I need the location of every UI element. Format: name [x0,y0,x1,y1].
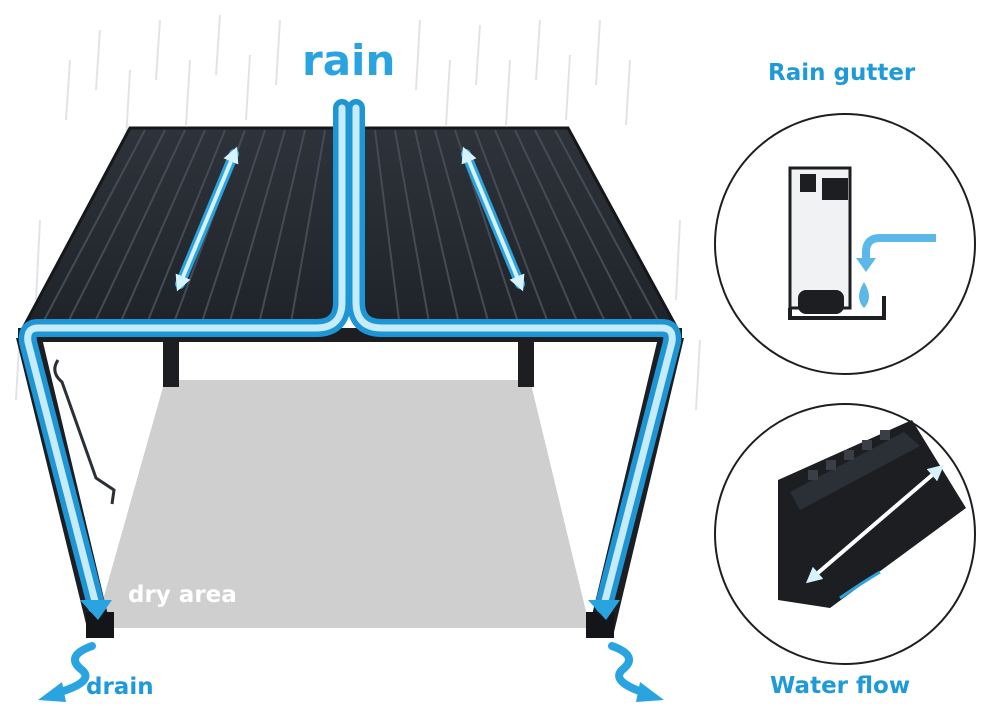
water-flow-title: Water flow [770,673,911,699]
back-post-right [518,335,534,387]
post-foot-right [586,612,614,638]
roof-right [358,126,681,332]
water-drop-icon [859,282,869,308]
rain-gutter-title: Rain gutter [768,60,916,86]
drain-arrow-icon [50,642,652,698]
crank-handle [53,359,116,505]
double-arrow-icon [175,146,525,292]
drop-arrow-right [588,600,620,620]
dry-area-label: dry area [128,582,237,608]
rain-label: rain [302,36,396,85]
drop-arrow-left [80,600,112,620]
rain-gutter-inset [714,113,976,375]
rain-streaks [15,14,701,411]
dry-area-floor [95,380,590,628]
drain-arrowhead-right [636,682,664,702]
drain-arrowhead-left [38,682,66,702]
back-post-left [163,335,179,387]
drain-label: drain [86,674,154,700]
water-flow-inset [714,403,976,665]
roof-left [19,126,340,332]
water-channel [18,99,682,614]
